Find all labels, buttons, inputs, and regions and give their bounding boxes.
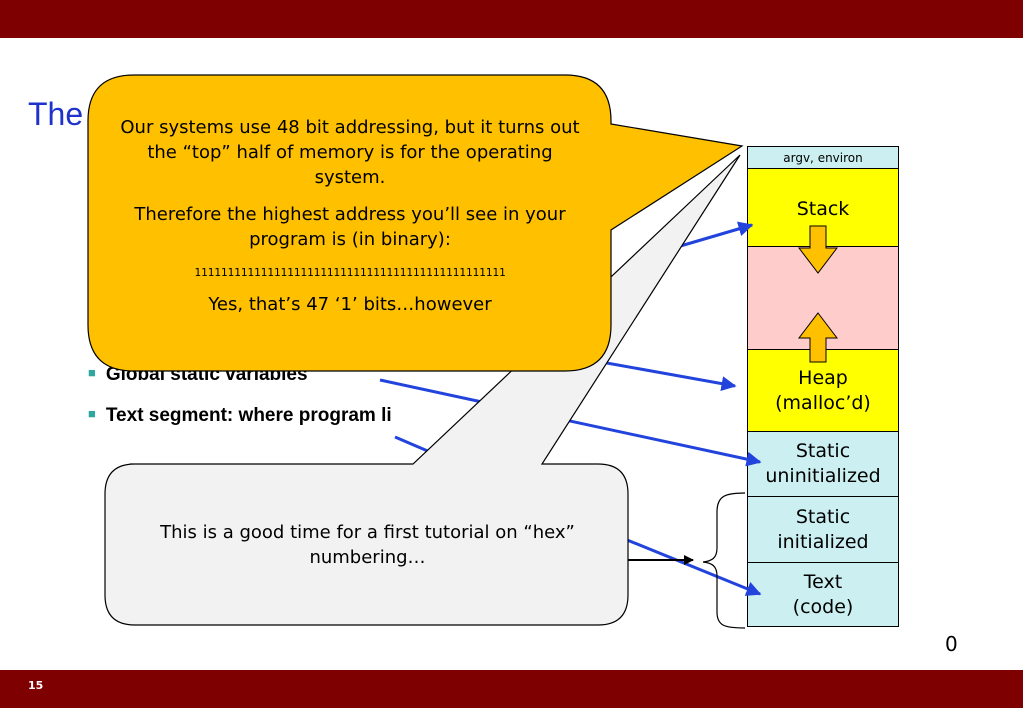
bullet-marker-icon: ■	[88, 406, 96, 421]
arrow-to-heap	[589, 358, 737, 391]
segment-text-code: Text (code)	[747, 562, 899, 627]
callout-line-47-bits: Yes, that’s 47 ‘1’ bits…however	[208, 294, 492, 315]
static-region-brace	[702, 492, 746, 629]
arrow-to-text-upper	[394, 435, 431, 454]
yellow-callout-bubble	[87, 74, 744, 372]
address-zero-label: 0	[945, 632, 958, 656]
heap-growth-arrow-icon	[797, 312, 839, 363]
callout-binary-bits: 1111111111111111111111111111111111111111…	[194, 266, 506, 279]
segment-static-initialized: Static initialized	[747, 496, 899, 563]
slide-number: 15	[28, 679, 44, 692]
stack-growth-arrow-icon	[797, 225, 839, 274]
callout-line-highest-address: Therefore the highest address you’ll see…	[134, 204, 566, 250]
bullet-text-segment: ■Text segment: where program li	[88, 405, 392, 426]
bottom-banner	[0, 670, 1023, 708]
yellow-callout-text: Our systems use 48 bit addressing, but i…	[110, 115, 590, 329]
top-banner	[0, 0, 1023, 38]
slide-title: The	[28, 96, 84, 132]
bullet-marker-icon: ■	[88, 365, 96, 380]
callout-line-addressing: Our systems use 48 bit addressing, but i…	[120, 117, 580, 188]
grey-callout-bubble	[104, 154, 741, 626]
arrow-to-text	[609, 531, 762, 596]
grey-callout-text: This is a good time for a first tutorial…	[160, 522, 575, 568]
segment-static-uninitialized: Static uninitialized	[747, 431, 899, 497]
